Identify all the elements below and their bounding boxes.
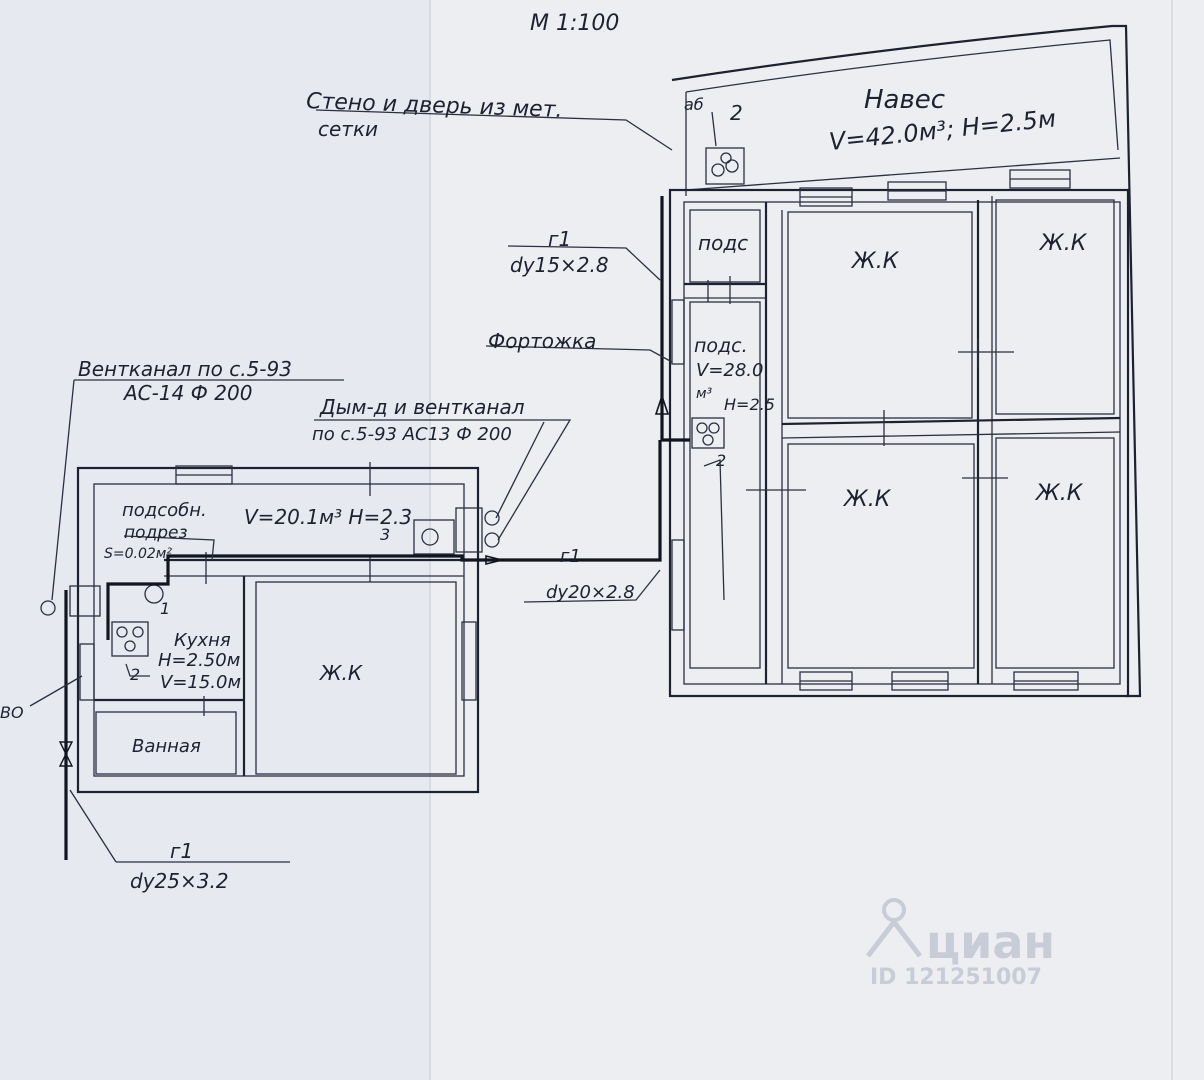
- paper-fold-right: [430, 0, 1204, 1080]
- podv-big-unit: м³: [696, 386, 713, 402]
- smoke-label-line1: Дым-д и вентканал: [319, 395, 525, 419]
- cutout-area: S=0.02м²: [104, 546, 172, 562]
- right-building: [654, 24, 1142, 698]
- leader-lines: [29, 109, 725, 863]
- stove-number-top: 2: [730, 101, 743, 125]
- window-left-lower: [671, 539, 685, 631]
- watermark-brand: циан: [926, 915, 1055, 969]
- smoke-label-line2: по с.5-93 АС13 Ф 200: [312, 424, 512, 445]
- kitchen-stove-number: 2: [130, 665, 140, 684]
- kitchen-height: H=2.50м: [158, 650, 240, 671]
- windows-bottom: [799, 671, 1079, 691]
- pipe-mid-size: dу20×2.8: [546, 582, 635, 603]
- aux-stove: [413, 507, 500, 555]
- vent-label-line1: Вентканал по с.5-93: [78, 357, 292, 381]
- canopy-outline: [671, 24, 1142, 698]
- meter-number: 1: [160, 599, 170, 618]
- partition-h1: [781, 416, 1121, 426]
- gas-pipe-right-building: [660, 196, 690, 442]
- room-podv-big-outline: [689, 301, 761, 669]
- room-r3-outline: [787, 443, 975, 669]
- pipe-mid-name: г1: [560, 546, 581, 567]
- pipe-top-name: г1: [548, 227, 571, 251]
- left-inner-wall: [93, 483, 465, 777]
- pipe-bottom-name: г1: [170, 839, 193, 863]
- canopy-tag: аб: [684, 95, 704, 114]
- valve-bottom: [58, 752, 74, 767]
- edge-fragment: ВО: [0, 703, 24, 722]
- door-marks: [707, 276, 1014, 491]
- vent-duct-circle: [40, 600, 56, 616]
- podv-stove: [691, 417, 725, 449]
- watermark-roof-icon: [866, 917, 922, 958]
- aux-title: подсобн.: [122, 500, 207, 521]
- kitchen-stove: [111, 621, 149, 657]
- windows-top: [799, 169, 1071, 207]
- bath-label: Ванная: [132, 736, 201, 757]
- pipe-bottom-size: dу25×3.2: [130, 869, 229, 893]
- gas-pipe-left-building: [106, 440, 662, 640]
- living-left-outline: [255, 581, 457, 775]
- watermark-id: ID 121251007: [870, 965, 1042, 990]
- aux-number: 3: [380, 525, 390, 544]
- house-inner-wall: [683, 201, 1121, 685]
- canopy-bottom-edge: [685, 157, 1121, 191]
- podv-small-label: подс: [698, 231, 748, 255]
- room-podv-small-outline: [689, 209, 761, 283]
- canopy-title: Навес: [864, 85, 945, 115]
- podv-big-volume: V=28.0: [696, 360, 763, 381]
- room-r1-outline: [787, 211, 973, 419]
- podv-stove-number: 2: [716, 451, 726, 470]
- room-r2-outline: [995, 199, 1115, 415]
- vent-label-line2: АС-14 Ф 200: [122, 381, 252, 405]
- window-vent: [671, 299, 685, 365]
- bath-outline: [95, 711, 237, 775]
- kitchen-title: Кухня: [174, 630, 231, 651]
- kitchen-volume: V=15.0м: [160, 672, 241, 693]
- valve-top: [58, 741, 74, 756]
- living-left-label: Ж.К: [318, 661, 363, 685]
- left-building: [40, 440, 662, 860]
- aux-dims: V=20.1м³ H=2.3: [244, 505, 412, 529]
- pipe-top-size: dу15×2.8: [510, 253, 609, 277]
- podv-big-title: подс.: [694, 335, 748, 357]
- fence-label-line2: сетки: [318, 117, 378, 141]
- partition-h1b: [781, 431, 1121, 439]
- left-outer-wall: [76, 466, 480, 794]
- watermark: циан ID 121251007: [866, 898, 1055, 990]
- room-r4-outline: [995, 437, 1115, 669]
- paper-fold-left: [0, 0, 430, 1080]
- pipe-arrow-right: [485, 554, 503, 566]
- living-r4-label: Ж.К: [1034, 481, 1084, 506]
- canopy-stove: [705, 147, 745, 185]
- vent-block: [69, 585, 101, 617]
- scale-label: М 1:100: [530, 11, 619, 36]
- house-outer-wall: [668, 188, 1130, 698]
- left-window-right: [461, 621, 477, 701]
- window-vent-label: Фортожка: [488, 329, 596, 353]
- pipe-arrow-up: [654, 393, 670, 415]
- podv-big-height: H=2.5: [724, 395, 775, 414]
- cutout-title: подрез: [124, 523, 188, 543]
- left-window-kitchen: [79, 643, 95, 701]
- canopy-inner-line: [685, 39, 1119, 151]
- living-r1-label: Ж.К: [850, 249, 900, 274]
- stove-leader-top: [711, 111, 717, 147]
- living-r2-label: Ж.К: [1038, 231, 1088, 256]
- living-r3-label: Ж.К: [842, 487, 892, 512]
